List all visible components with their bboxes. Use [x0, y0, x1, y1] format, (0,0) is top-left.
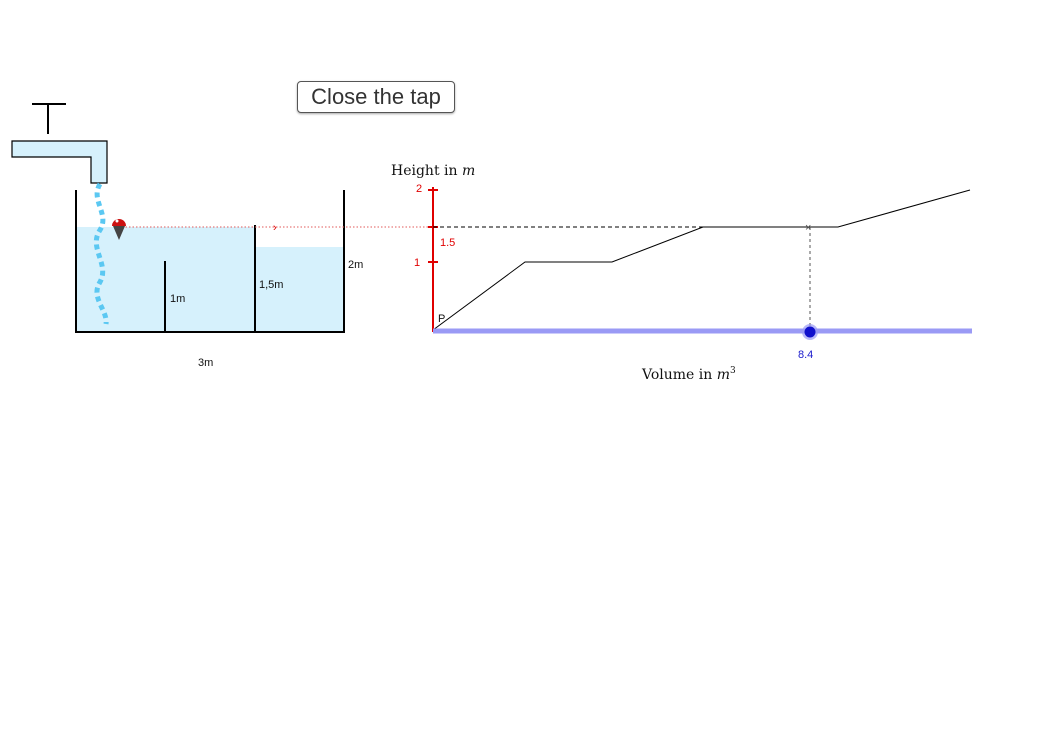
- y-tick-1-5: 1.5: [440, 237, 455, 249]
- height-volume-curve: [432, 189, 971, 331]
- volume-value-label: 8.4: [798, 349, 813, 361]
- float-arrow: ›: [273, 222, 277, 234]
- water-pipe: [11, 140, 108, 184]
- current-point-marker: ×: [805, 222, 811, 234]
- y-axis: [428, 187, 438, 332]
- right-divider-label: 1,5m: [259, 279, 283, 291]
- close-tap-button[interactable]: Close the tap: [297, 81, 455, 113]
- tank-height-label: 2m: [348, 259, 363, 271]
- tank-width-label: 3m: [198, 357, 213, 369]
- x-axis-label: Volume in m3: [641, 366, 736, 383]
- tank-water-right: [256, 247, 344, 332]
- y-tick-2: 2: [416, 183, 422, 195]
- y-tick-1: 1: [414, 257, 420, 269]
- water-stream: [93, 182, 109, 325]
- tank-walls: [75, 190, 345, 333]
- volume-slider-handle[interactable]: [802, 324, 818, 340]
- tap-handle-icon[interactable]: [32, 103, 66, 134]
- origin-label: P: [438, 313, 445, 325]
- y-axis-label: Height in m: [391, 163, 475, 179]
- left-divider-label: 1m: [170, 293, 185, 305]
- float-buoy-icon[interactable]: [112, 219, 126, 240]
